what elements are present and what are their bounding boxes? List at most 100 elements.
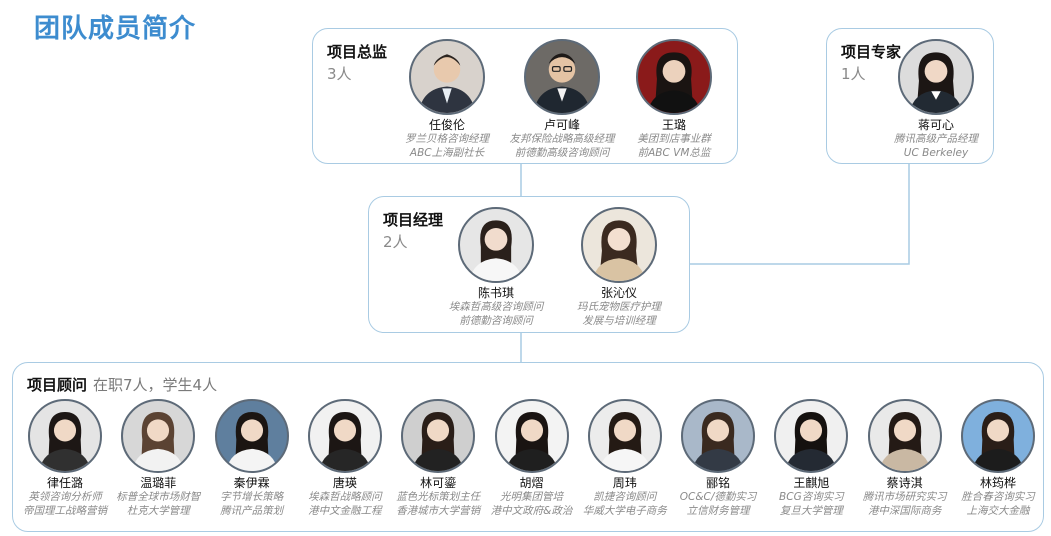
person-avatar-icon [587, 399, 662, 473]
member-desc-line2: 前ABC VM总监 [637, 146, 711, 159]
member-desc-line1: 罗兰贝格咨询经理 [405, 133, 489, 145]
member-desc-line2: 杜克大学管理 [126, 504, 190, 517]
member-name: 蔡诗淇 [886, 476, 923, 490]
member-card-chen-shuqi[interactable]: 陈书琪 埃森哲高级咨询顾问 前德勤咨询顾问 [437, 207, 555, 328]
consultant-card[interactable]: 周玮凯捷咨询顾问华威大学电子商务 [575, 399, 675, 518]
member-desc-line2: 腾讯产品策划 [220, 504, 284, 517]
member-name: 林筠桦 [979, 476, 1016, 490]
member-desc-line1: 腾讯高级产品经理 [894, 133, 978, 145]
person-avatar-icon [214, 399, 289, 473]
member-name: 温璐菲 [140, 476, 177, 490]
member-name: 王麒旭 [793, 476, 830, 490]
member-name: 胡熠 [519, 476, 544, 490]
consultant-card[interactable]: 蔡诗淇腾讯市场研究实习港中深国际商务 [855, 399, 955, 518]
group-consultants-title: 项目顾问在职7人，学生4人 [27, 374, 217, 395]
person-avatar-icon [681, 399, 756, 473]
person-avatar-icon [898, 39, 974, 115]
member-desc-line1: OC&C/德勤实习 [679, 491, 757, 503]
member-desc-line2: 港中深国际商务 [867, 504, 942, 517]
member-card-lu-kefeng[interactable]: 卢可峰 友邦保险战略高级经理 前德勤高级咨询顾问 [497, 39, 627, 160]
member-desc-line1: 字节增长策略 [220, 491, 284, 503]
person-avatar-icon [307, 399, 382, 473]
member-desc-line2: 发展与培训经理 [582, 314, 656, 327]
member-name: 唐瑛 [332, 476, 357, 490]
consultant-card[interactable]: 唐瑛埃森哲战略顾问港中文金融工程 [295, 399, 395, 518]
group-managers-title: 项目经理 [383, 211, 444, 229]
person-avatar-icon [867, 399, 942, 473]
person-avatar-icon [458, 207, 534, 283]
consultant-card[interactable]: 律任潞英领咨询分析师帝国理工战略营销 [15, 399, 115, 518]
member-desc-line1: 英领咨询分析师 [28, 491, 102, 503]
consultant-card[interactable]: 胡熠光明集团管培港中文政府&政治 [482, 399, 582, 518]
member-name: 郦铭 [706, 476, 731, 490]
consultant-card[interactable]: 林筠桦胜合春咨询实习上海交大金融 [948, 399, 1048, 518]
page-title: 团队成员简介 [34, 14, 197, 44]
member-desc-line1: 凯捷咨询顾问 [593, 491, 657, 503]
member-desc-line1: 埃森哲战略顾问 [308, 491, 382, 503]
person-avatar-icon [28, 399, 102, 473]
member-name: 陈书琪 [477, 286, 514, 300]
group-managers-count: 2人 [383, 233, 408, 251]
member-desc-line1: 光明集团管培 [500, 491, 563, 503]
member-desc-line1: 埃森哲高级咨询顾问 [448, 301, 544, 313]
consultant-card[interactable]: 林可鎏蓝色光标策划主任香港城市大学营销 [388, 399, 488, 518]
member-name: 秦伊霖 [233, 476, 270, 490]
member-desc-line2: 帝国理工战略营销 [23, 504, 107, 517]
member-name: 卢可峰 [543, 118, 580, 132]
member-desc-line2: 立信财务管理 [686, 504, 750, 517]
consultant-card[interactable]: 秦伊霖字节增长策略腾讯产品策划 [202, 399, 302, 518]
member-card-jiang-kexin[interactable]: 蒋可心 腾讯高级产品经理 UC Berkeley [881, 39, 991, 160]
member-desc-line1: 胜合春咨询实习 [961, 491, 1035, 503]
member-name: 任俊伦 [428, 118, 465, 132]
member-name: 蒋可心 [917, 118, 954, 132]
person-avatar-icon [961, 399, 1035, 473]
person-avatar-icon [524, 39, 600, 115]
member-desc-line1: 腾讯市场研究实习 [862, 491, 947, 503]
group-experts: 项目专家 1人 蒋可心 腾讯高级产品经理 UC Berkeley [826, 28, 994, 164]
member-desc-line1: 友邦保险战略高级经理 [509, 133, 615, 145]
person-avatar-icon [401, 399, 476, 473]
member-desc-line2: ABC上海副社长 [409, 146, 485, 159]
member-card-wang-lu[interactable]: 王璐 美团到店事业群 前ABC VM总监 [619, 39, 729, 160]
member-desc-line1: 标普全球市场财智 [116, 491, 201, 503]
member-desc-line2: 香港城市大学营销 [396, 504, 481, 517]
group-experts-title: 项目专家 [841, 43, 902, 61]
member-desc-line1: BCG咨询实习 [779, 491, 844, 503]
member-desc-line2: 港中文金融工程 [308, 504, 382, 517]
member-desc-line1: 蓝色光标策划主任 [396, 491, 481, 503]
member-desc-line1: 美团到店事业群 [637, 133, 711, 145]
member-card-ren-junlun[interactable]: 任俊伦 罗兰贝格咨询经理 ABC上海副社长 [387, 39, 507, 160]
member-desc-line2: 上海交大金融 [966, 504, 1030, 517]
member-card-zhang-qinyi[interactable]: 张沁仪 玛氏宠物医疗护理 发展与培训经理 [559, 207, 679, 328]
member-desc-line2: 前德勤高级咨询顾问 [514, 146, 610, 159]
consultant-card[interactable]: 温璐菲标普全球市场财智杜克大学管理 [108, 399, 208, 518]
member-desc-line2: UC Berkeley [903, 146, 969, 159]
member-desc-line2: 港中文政府&政治 [490, 504, 573, 517]
group-managers: 项目经理 2人 陈书琪 埃森哲高级咨询顾问 前德勤咨询顾问 张沁仪 玛氏宠物医疗… [368, 196, 690, 333]
person-avatar-icon [121, 399, 196, 473]
member-name: 律任潞 [46, 476, 83, 490]
person-avatar-icon [581, 207, 657, 283]
group-directors-count: 3人 [327, 65, 352, 83]
member-desc-line2: 华威大学电子商务 [582, 504, 667, 517]
group-experts-count: 1人 [841, 65, 866, 83]
member-name: 王璐 [661, 118, 686, 132]
member-name: 周玮 [612, 476, 637, 490]
member-desc-line2: 前德勤咨询顾问 [459, 314, 533, 327]
member-name: 张沁仪 [600, 286, 637, 300]
person-avatar-icon [494, 399, 569, 473]
group-directors-title: 项目总监 [327, 43, 388, 61]
person-avatar-icon [774, 399, 849, 473]
member-desc-line2: 复旦大学管理 [779, 504, 843, 517]
connector-expert-managers [690, 164, 910, 265]
member-name: 林可鎏 [420, 476, 457, 490]
member-desc-line1: 玛氏宠物医疗护理 [577, 301, 661, 313]
group-consultants-label: 项目顾问 [27, 376, 88, 394]
group-consultants-note: 在职7人，学生4人 [93, 376, 218, 394]
person-avatar-icon [636, 39, 712, 115]
group-directors: 项目总监 3人 任俊伦 罗兰贝格咨询经理 ABC上海副社长 卢可峰 友邦保险战略… [312, 28, 738, 164]
group-consultants: 项目顾问在职7人，学生4人 律任潞英领咨询分析师帝国理工战略营销温璐菲标普全球市… [12, 362, 1044, 532]
person-avatar-icon [409, 39, 485, 115]
